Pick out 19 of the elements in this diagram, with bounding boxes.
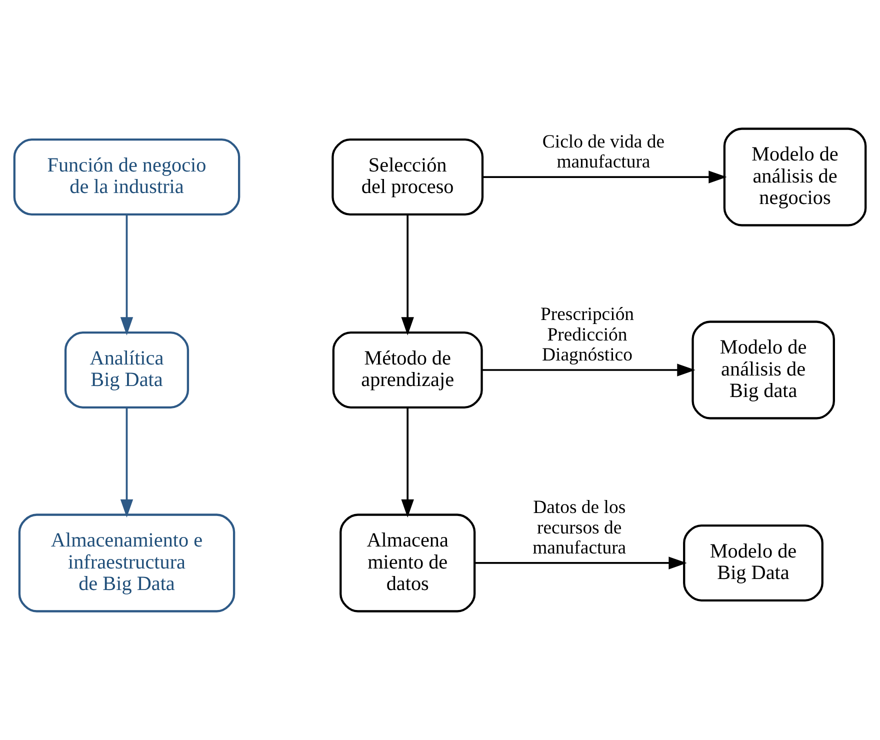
arrow	[120, 408, 134, 518]
node-box: Modelo de Big Data	[683, 524, 824, 602]
node-box: Analítica Big Data	[64, 331, 190, 409]
arrow	[401, 408, 414, 518]
node-box: Selección del proceso	[332, 138, 484, 216]
arrow	[482, 170, 727, 184]
node-box: Modelo de análisis de Big data	[692, 320, 835, 420]
arrow	[482, 364, 696, 376]
node-box: Función de negocio de la industria	[13, 138, 240, 216]
edge-label: Prescripción Predicción Diagnóstico	[540, 304, 634, 366]
node-box: Método de aprendizaje	[332, 331, 483, 409]
edge-label: Ciclo de vida de manufactura	[542, 131, 665, 173]
node-box: Almacenamiento e infraestructura de Big Data	[18, 514, 236, 612]
arrow	[401, 214, 414, 336]
edge-label: Datos de los recursos de manufactura	[532, 497, 626, 558]
node-box: Almacena miento de datos	[340, 514, 476, 612]
arrow	[474, 556, 687, 570]
node-box: Modelo de análisis de negocios	[723, 128, 867, 226]
arrow	[120, 214, 134, 336]
